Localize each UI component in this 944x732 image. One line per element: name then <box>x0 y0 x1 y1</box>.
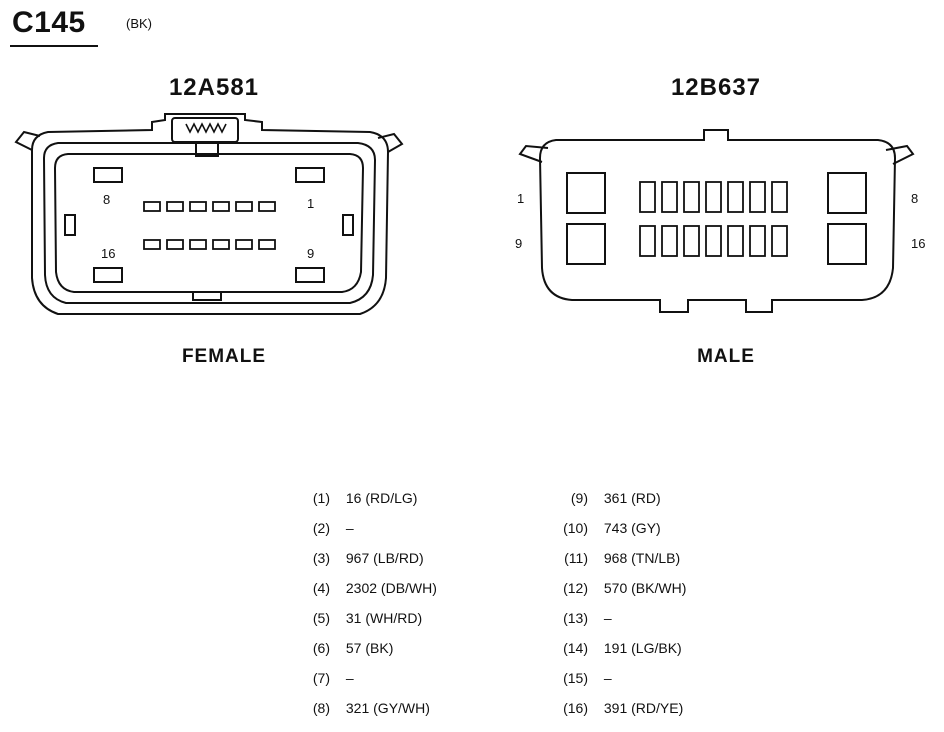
circuit-info: 968 (TN/LB) <box>603 550 681 566</box>
pin-number: (13) <box>563 610 588 626</box>
pinout-row: (6) 57 (BK) <box>300 640 393 656</box>
pin-number: (1) <box>312 490 330 506</box>
pin-number: (15) <box>563 670 588 686</box>
pin-number: (3) <box>312 550 330 566</box>
circuit-info: 391 (RD/YE) <box>603 700 684 716</box>
male-pin-label-1: 1 <box>517 191 524 206</box>
pinout-row: (3) 967 (LB/RD) <box>300 550 424 566</box>
pin-number: (2) <box>312 520 330 536</box>
female-connector-face <box>14 113 404 315</box>
pin-number: (16) <box>563 700 588 716</box>
pinout-row: (13) – <box>550 610 612 626</box>
circuit-info: 570 (BK/WH) <box>603 580 687 596</box>
circuit-info: 2302 (DB/WH) <box>345 580 437 596</box>
circuit-info: 31 (WH/RD) <box>345 610 423 626</box>
pin-number: (4) <box>312 580 330 596</box>
pinout-row: (15) – <box>550 670 612 686</box>
connector-color-code: (BK) <box>126 16 152 31</box>
female-pin-label-9: 9 <box>307 246 314 261</box>
female-pin-label-1: 1 <box>307 196 314 211</box>
pin-number: (10) <box>563 520 588 536</box>
pin-number: (7) <box>312 670 330 686</box>
male-pin-label-16: 16 <box>911 236 925 251</box>
circuit-info: – <box>603 610 612 626</box>
pinout-row: (5) 31 (WH/RD) <box>300 610 422 626</box>
connector-id: C145 <box>12 6 86 39</box>
male-connector-face <box>518 129 915 313</box>
pinout-row: (7) – <box>300 670 354 686</box>
pinout-row: (14) 191 (LG/BK) <box>550 640 682 656</box>
circuit-info: – <box>603 670 612 686</box>
male-label: MALE <box>697 346 755 367</box>
female-label: FEMALE <box>181 346 267 367</box>
circuit-info: 57 (BK) <box>345 640 394 656</box>
pin-number: (11) <box>564 550 588 566</box>
circuit-info: – <box>345 670 354 686</box>
pin-number: (5) <box>312 610 330 626</box>
female-pin-label-8: 8 <box>103 192 110 207</box>
circuit-info: – <box>345 520 354 536</box>
circuit-info: 321 (GY/WH) <box>345 700 430 716</box>
circuit-info: 967 (LB/RD) <box>345 550 424 566</box>
male-pin-label-8: 8 <box>911 191 918 206</box>
pinout-row: (12) 570 (BK/WH) <box>550 580 686 596</box>
circuit-info: 743 (GY) <box>603 520 661 536</box>
pin-number: (12) <box>563 580 588 596</box>
male-part-number: 12B637 <box>670 74 762 101</box>
pinout-row: (11) 968 (TN/LB) <box>550 550 680 566</box>
pinout-row: (9) 361 (RD) <box>550 490 661 506</box>
title-underline <box>10 45 98 47</box>
pinout-row: (16) 391 (RD/YE) <box>550 700 683 716</box>
pinout-row: (10) 743 (GY) <box>550 520 661 536</box>
circuit-info: 191 (LG/BK) <box>603 640 682 656</box>
female-pin-label-16: 16 <box>101 246 115 261</box>
pinout-row: (8) 321 (GY/WH) <box>300 700 430 716</box>
pin-number: (8) <box>312 700 330 716</box>
pinout-row: (2) – <box>300 520 354 536</box>
pin-number: (6) <box>312 640 330 656</box>
pinout-row: (4) 2302 (DB/WH) <box>300 580 437 596</box>
female-part-number: 12A581 <box>168 74 260 101</box>
pin-number: (9) <box>570 490 588 506</box>
pin-number: (14) <box>563 640 588 656</box>
pinout-row: (1) 16 (RD/LG) <box>300 490 418 506</box>
circuit-info: 16 (RD/LG) <box>345 490 418 506</box>
male-pin-label-9: 9 <box>515 236 522 251</box>
circuit-info: 361 (RD) <box>603 490 661 506</box>
connector-diagrams: 8 1 16 9 1 9 8 16 <box>14 113 925 315</box>
